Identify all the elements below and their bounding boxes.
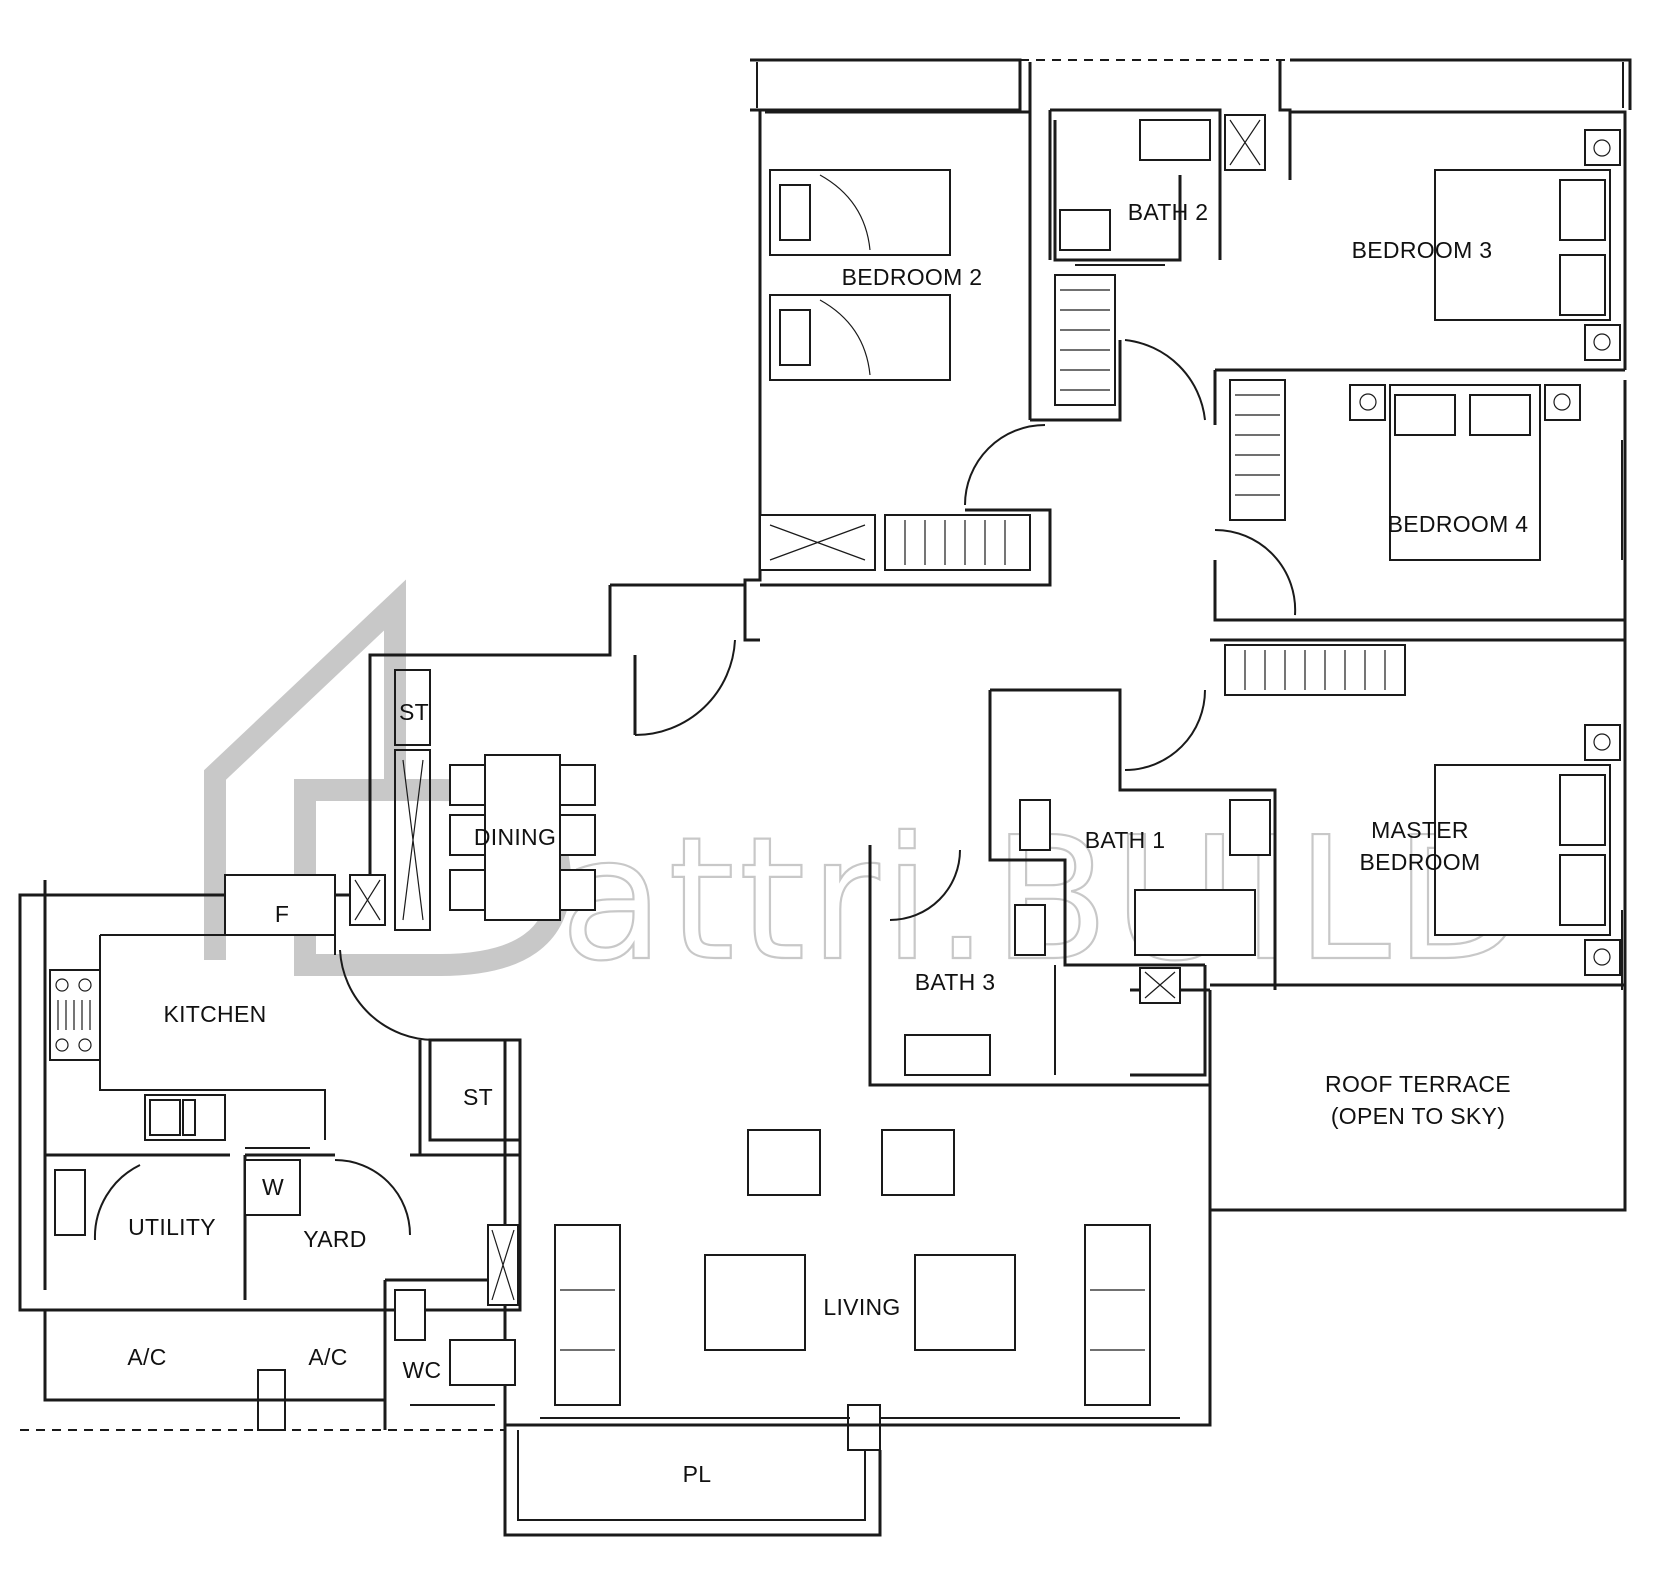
label-bedroom-2: BEDROOM 2 [842,264,983,290]
label-bedroom-4: BEDROOM 4 [1388,511,1529,537]
label-wc: WC [403,1357,442,1383]
label-yard: YARD [303,1226,366,1252]
label-fridge: F [275,901,289,927]
label-kitchen: KITCHEN [163,1001,266,1027]
label-master-bedroom-1: MASTER [1371,817,1469,843]
label-dining: DINING [474,824,556,850]
furniture [49,114,1621,1406]
label-store-yard: ST [463,1084,493,1110]
label-utility: UTILITY [128,1214,216,1240]
label-roof-terrace-2: (OPEN TO SKY) [1331,1103,1505,1129]
doors [93,339,1297,1241]
label-ac-left: A/C [127,1344,166,1370]
label-bath-1: BATH 1 [1085,827,1166,853]
label-bath-2: BATH 2 [1128,199,1209,225]
label-washer: W [262,1174,284,1200]
label-store-dining: ST [399,699,429,725]
walls [18,58,1632,1537]
label-planter: PL [683,1461,712,1487]
label-living: LIVING [823,1294,900,1320]
label-bath-3: BATH 3 [915,969,996,995]
room-labels: BEDROOM 2 BATH 2 BEDROOM 3 BEDROOM 4 MAS… [127,199,1528,1487]
label-ac-right: A/C [308,1344,347,1370]
label-bedroom-3: BEDROOM 3 [1352,237,1493,263]
label-roof-terrace-1: ROOF TERRACE [1325,1071,1511,1097]
label-master-bedroom-2: BEDROOM [1360,849,1481,875]
